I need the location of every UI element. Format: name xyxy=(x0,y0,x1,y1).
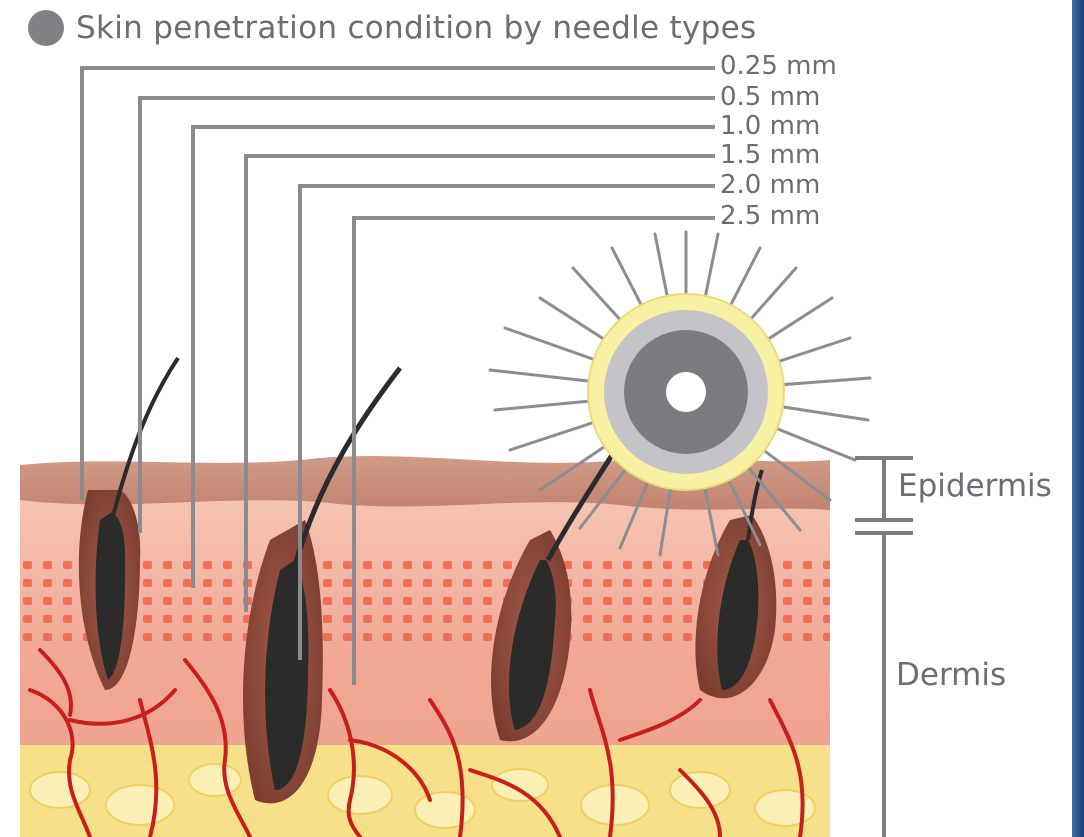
epidermis-label: Epidermis xyxy=(898,468,1052,504)
window-edge xyxy=(1072,0,1084,837)
diagram-title: Skin penetration condition by needle typ… xyxy=(76,10,756,46)
needle-label-2-0mm: 2.0 mm xyxy=(720,172,820,198)
needle-label-0-5mm: 0.5 mm xyxy=(720,84,820,110)
layer-brackets xyxy=(855,458,913,837)
diagram-title-row: Skin penetration condition by needle typ… xyxy=(28,10,756,46)
needle-label-2-5mm: 2.5 mm xyxy=(720,203,820,229)
needle-label-0-25mm: 0.25 mm xyxy=(720,53,837,79)
needle-label-1-0mm: 1.0 mm xyxy=(720,113,820,139)
bullet-circle-icon xyxy=(28,10,64,46)
dermis-label: Dermis xyxy=(896,657,1006,693)
needle-label-1-5mm: 1.5 mm xyxy=(720,142,820,168)
